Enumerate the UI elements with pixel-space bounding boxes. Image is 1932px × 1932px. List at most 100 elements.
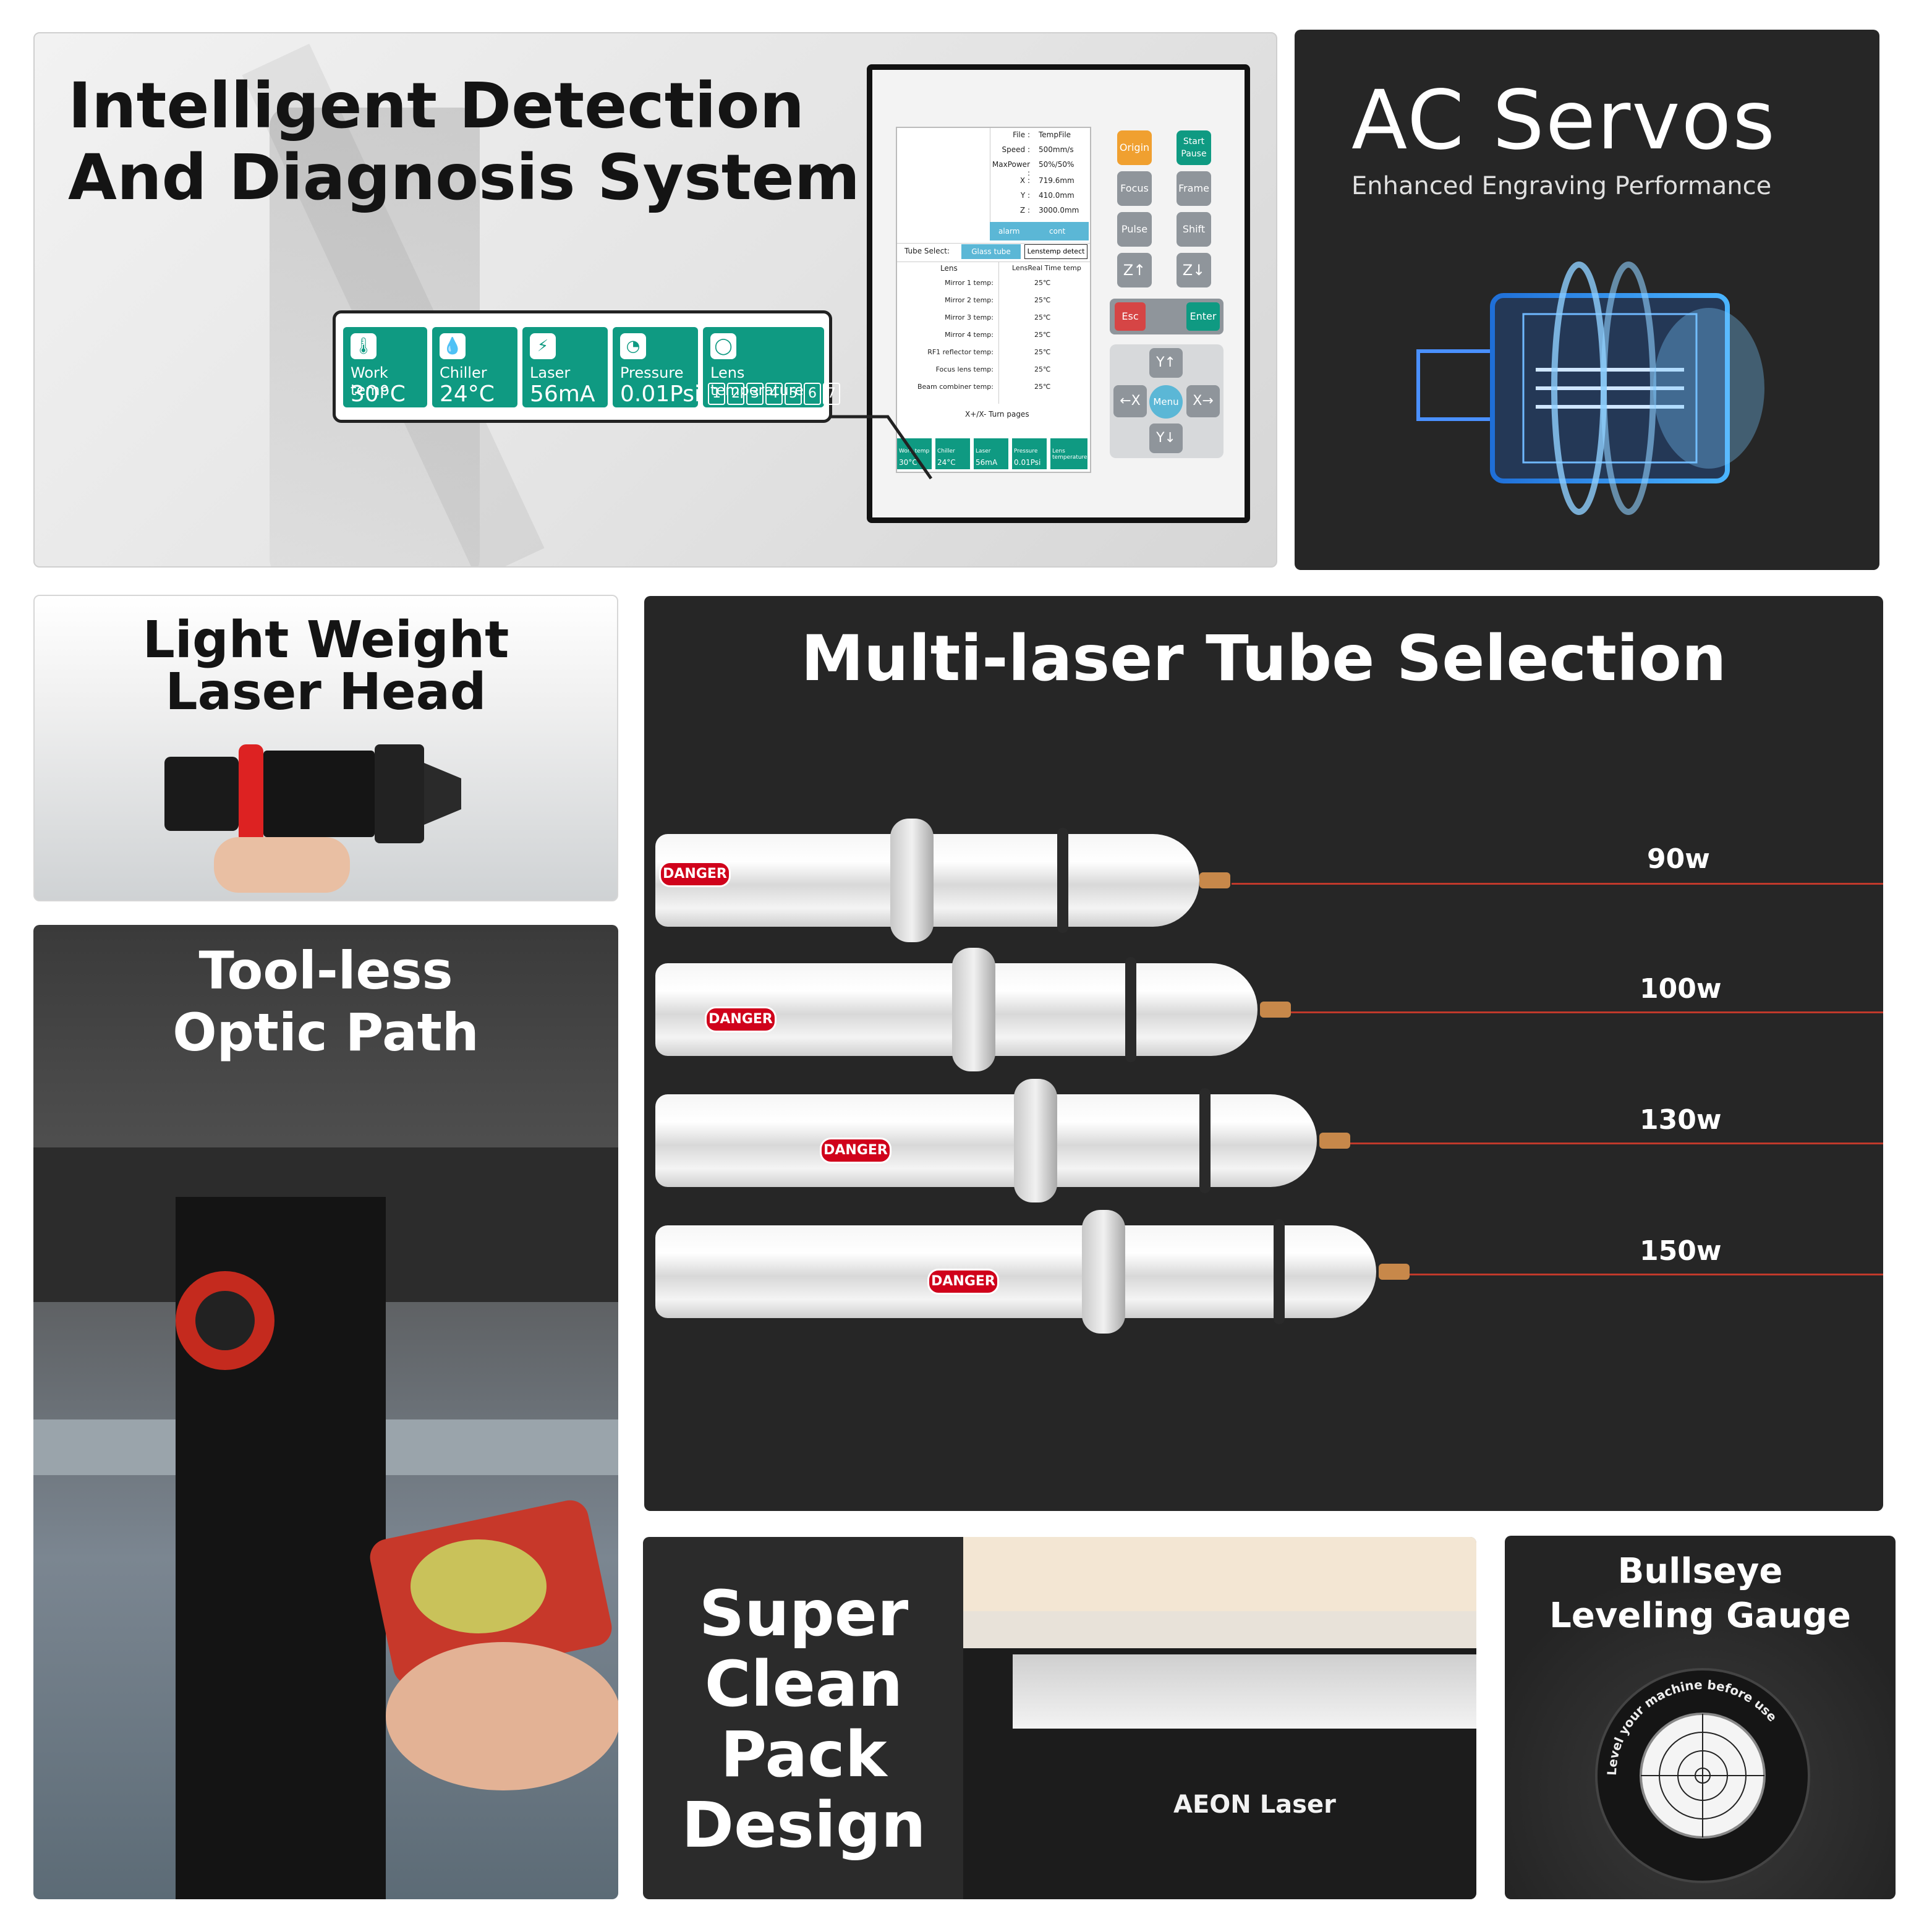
lens-row-temp: 25℃	[1034, 365, 1051, 373]
status-callout: 🌡 Work temp 30°C 💧 Chiller 24°C ⚡ Laser …	[333, 310, 840, 423]
lens-row-name: Focus lens temp:	[935, 365, 994, 373]
servo-panel: AC Servos Enhanced Engraving Performance	[1295, 30, 1879, 570]
lens-icon: ◯	[710, 333, 736, 359]
lenstemp-detect-button[interactable]: Lenstemp detect	[1024, 244, 1087, 259]
diagnosis-title: Intelligent Detection And Diagnosis Syst…	[68, 70, 860, 214]
lens-row-temp: 25℃	[1034, 313, 1051, 321]
tube-clamp	[890, 819, 934, 942]
title-line: Leveling Gauge	[1549, 1596, 1851, 1636]
lens-row-name: Beam combiner temp:	[917, 383, 994, 391]
mini-stat: Laser 56mA	[974, 438, 1008, 469]
tube-tip	[1379, 1264, 1410, 1280]
title-line: Tool-less	[198, 940, 453, 1001]
x-left-button[interactable]: ←X	[1113, 385, 1147, 417]
mini-stat: Lens temperature	[1050, 438, 1087, 469]
z-down-button[interactable]: Z↓	[1177, 253, 1211, 287]
title-line: Super	[699, 1577, 909, 1651]
beam-line	[1291, 1011, 1883, 1013]
servo-title: AC Servos	[1351, 73, 1777, 168]
watt-label: 100w	[1640, 973, 1722, 1005]
origin-button[interactable]: Origin	[1117, 130, 1152, 165]
machine-wall	[963, 1537, 1476, 1611]
lens-row-name: Mirror 3 temp:	[945, 313, 994, 321]
shift-button[interactable]: Shift	[1177, 212, 1211, 247]
beam-line	[1232, 883, 1883, 885]
lens-number: 7	[823, 383, 840, 405]
danger-label: DANGER	[659, 861, 731, 887]
info-key: Speed :	[1002, 145, 1030, 154]
mini-stat-label: Laser	[976, 448, 991, 454]
water-drop-icon: 💧	[440, 333, 466, 359]
lens-row-name: RF1 reflector temp:	[927, 348, 994, 356]
lens-number: 6	[804, 383, 821, 405]
mini-stat-label: Pressure	[1014, 448, 1038, 454]
menu-button[interactable]: Menu	[1149, 385, 1183, 419]
title-line: Bullseye	[1617, 1551, 1783, 1591]
stat-value: 0.01Psi	[620, 381, 700, 407]
title-line: Laser Head	[165, 663, 487, 721]
title-line: And Diagnosis System	[68, 141, 861, 215]
z-up-button[interactable]: Z↑	[1117, 253, 1152, 287]
tube-selection-panel: Multi-laser Tube Selection DANGER 90w DA…	[644, 596, 1883, 1511]
title-line: Pack	[720, 1718, 887, 1792]
screen-display: File : TempFile Speed : 500mm/s MaxPower…	[896, 127, 1091, 473]
machine-bed	[1013, 1654, 1476, 1729]
lightning-icon: ⚡	[530, 333, 556, 359]
stat-value: 56mA	[530, 381, 595, 407]
lens-row-temp: 25℃	[1034, 383, 1051, 391]
watt-label: 90w	[1647, 843, 1710, 875]
y-down-button[interactable]: Y↓	[1149, 423, 1183, 453]
lens-column-header: Lens	[940, 264, 958, 273]
y-up-button[interactable]: Y↑	[1149, 348, 1183, 378]
x-right-button[interactable]: X→	[1186, 385, 1220, 417]
tube-selection-title: Multi-laser Tube Selection	[801, 622, 1727, 696]
beam-line	[1410, 1274, 1883, 1275]
direction-pad: Y↑ ←X Menu X→ Y↓	[1110, 344, 1223, 458]
glass-tube-button[interactable]: Glass tube	[961, 244, 1021, 259]
machine-photo: AEON Laser	[963, 1537, 1476, 1899]
info-value: 719.6mm	[1039, 176, 1075, 185]
laser-stat: ⚡ Laser 56mA	[522, 327, 608, 407]
pulse-button[interactable]: Pulse	[1117, 212, 1152, 247]
lens-number: 3	[746, 383, 764, 405]
info-key: MaxPower :	[992, 160, 1030, 177]
mini-stat-value: 56mA	[976, 458, 998, 467]
stat-label: Work temp	[351, 364, 389, 399]
lens-row-name: Mirror 2 temp:	[945, 296, 994, 304]
lens-row-temp: 25℃	[1034, 348, 1051, 356]
mini-stat-label: Chiller	[937, 448, 955, 454]
tube-tip	[1199, 872, 1230, 888]
tube-ring	[1125, 957, 1136, 1062]
enter-button[interactable]: Enter	[1186, 302, 1220, 331]
info-table: File : TempFile Speed : 500mm/s MaxPower…	[990, 128, 1089, 222]
info-key: Y :	[1020, 191, 1030, 200]
diagnosis-panel: Intelligent Detection And Diagnosis Syst…	[33, 32, 1277, 568]
pack-design-panel: Super Clean Pack Design AEON Laser	[643, 1537, 1476, 1899]
frame-button[interactable]: Frame	[1177, 171, 1211, 206]
watt-label: 150w	[1640, 1235, 1722, 1267]
focus-button[interactable]: Focus	[1117, 171, 1152, 206]
info-key: File :	[1013, 130, 1030, 139]
title-line: Clean	[704, 1648, 903, 1721]
alarm-cont-bar: alarm cont	[990, 222, 1089, 240]
temp-column-header: LensReal Time temp	[1012, 264, 1081, 272]
callout-pointer	[826, 415, 933, 480]
esc-enter-bar: Esc Enter	[1110, 299, 1223, 334]
stat-value: 30°C	[351, 381, 406, 407]
leveling-gauge-panel: Bullseye Leveling Gauge Level your machi…	[1505, 1536, 1896, 1899]
divider	[998, 262, 999, 404]
info-value: 50%/50%	[1039, 160, 1075, 169]
tube-tip	[1319, 1133, 1350, 1149]
laser-tube-90w: DANGER	[655, 819, 1230, 942]
cont-label: cont	[1049, 227, 1066, 236]
title-line: Light Weight	[142, 611, 509, 670]
bullseye-gauge: Level your machine before use	[1595, 1668, 1810, 1883]
esc-button[interactable]: Esc	[1115, 302, 1146, 331]
bullseye-level-icon: Level your machine before use	[1604, 1677, 1780, 1839]
start-pause-button[interactable]: Start Pause	[1177, 130, 1211, 165]
servo-motor-illustration	[1416, 262, 1764, 515]
lens-number: 4	[765, 383, 783, 405]
info-key: Z :	[1019, 206, 1030, 215]
